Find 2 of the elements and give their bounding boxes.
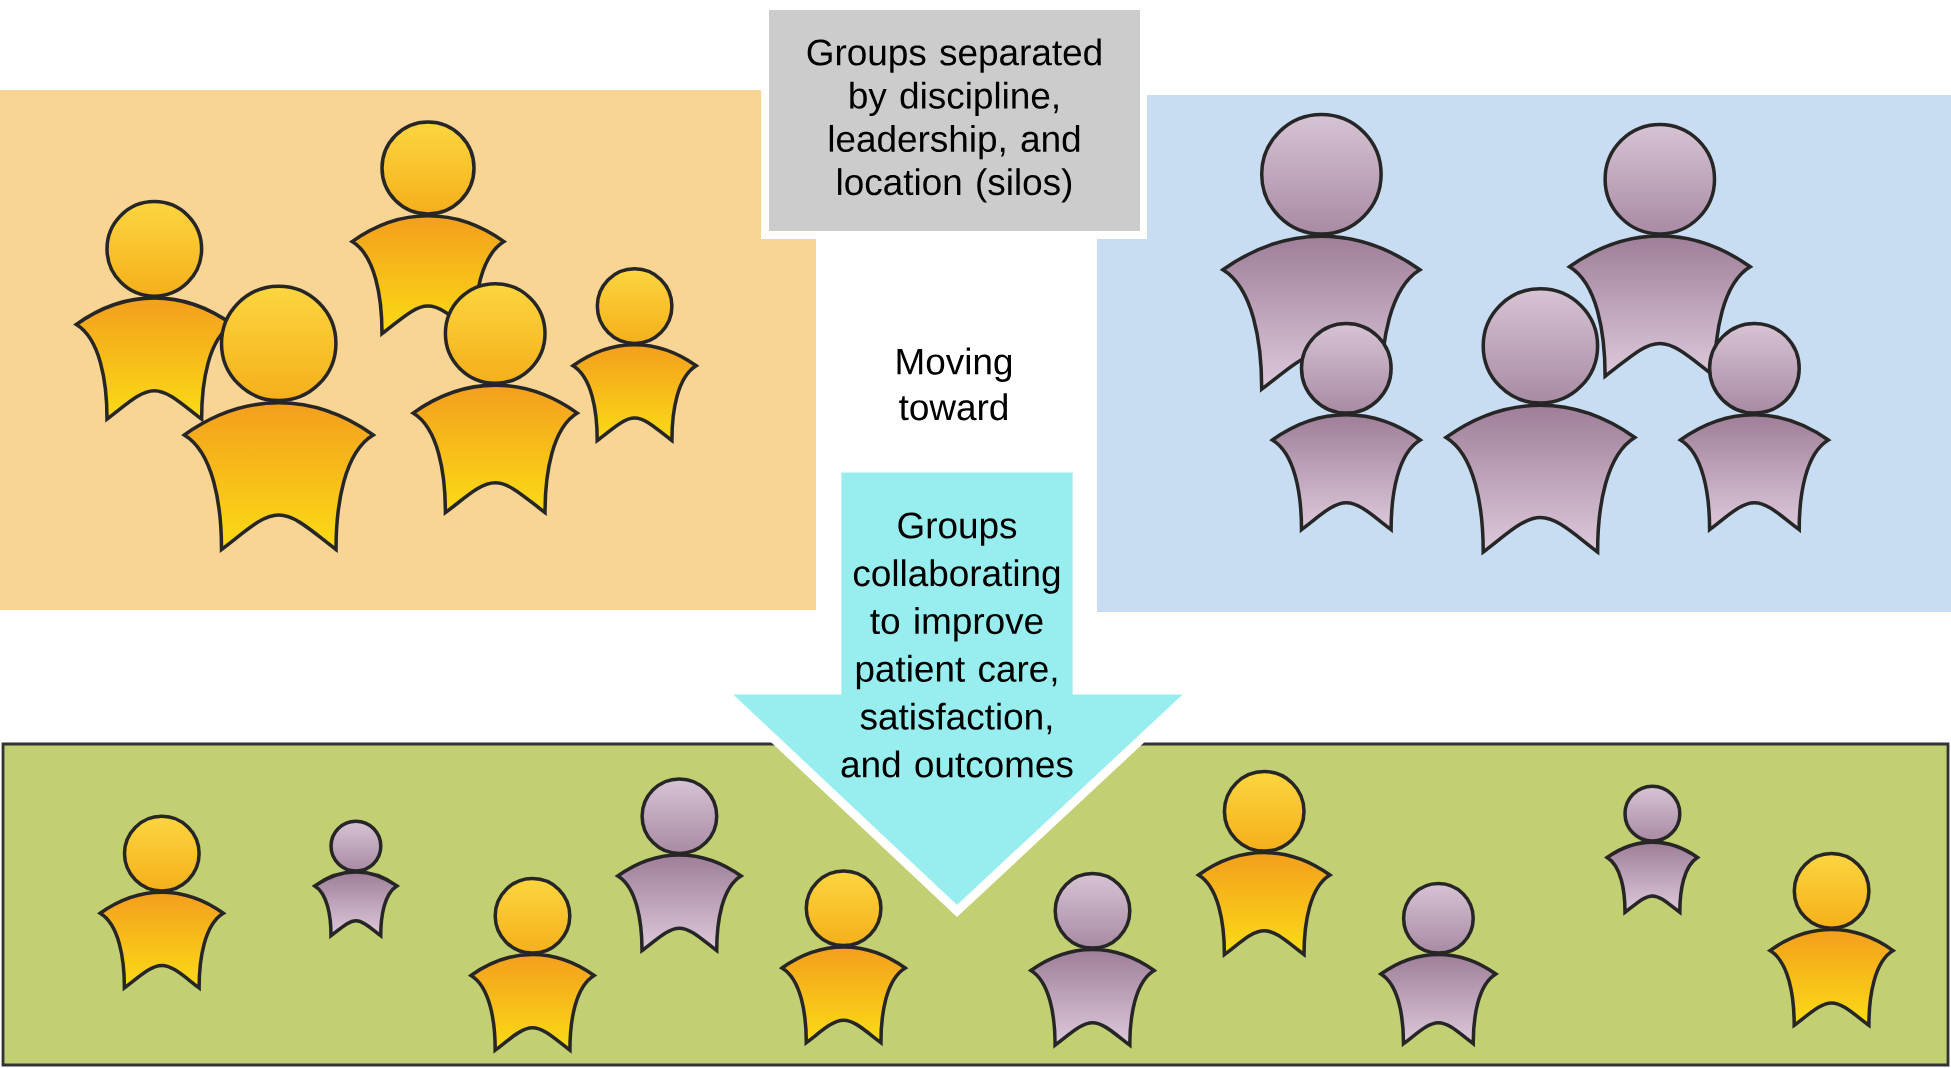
text-box: Groups separated by discipline, leadership, and location (silos) [769, 10, 1140, 231]
label-text: Moving toward [897, 347, 1012, 421]
